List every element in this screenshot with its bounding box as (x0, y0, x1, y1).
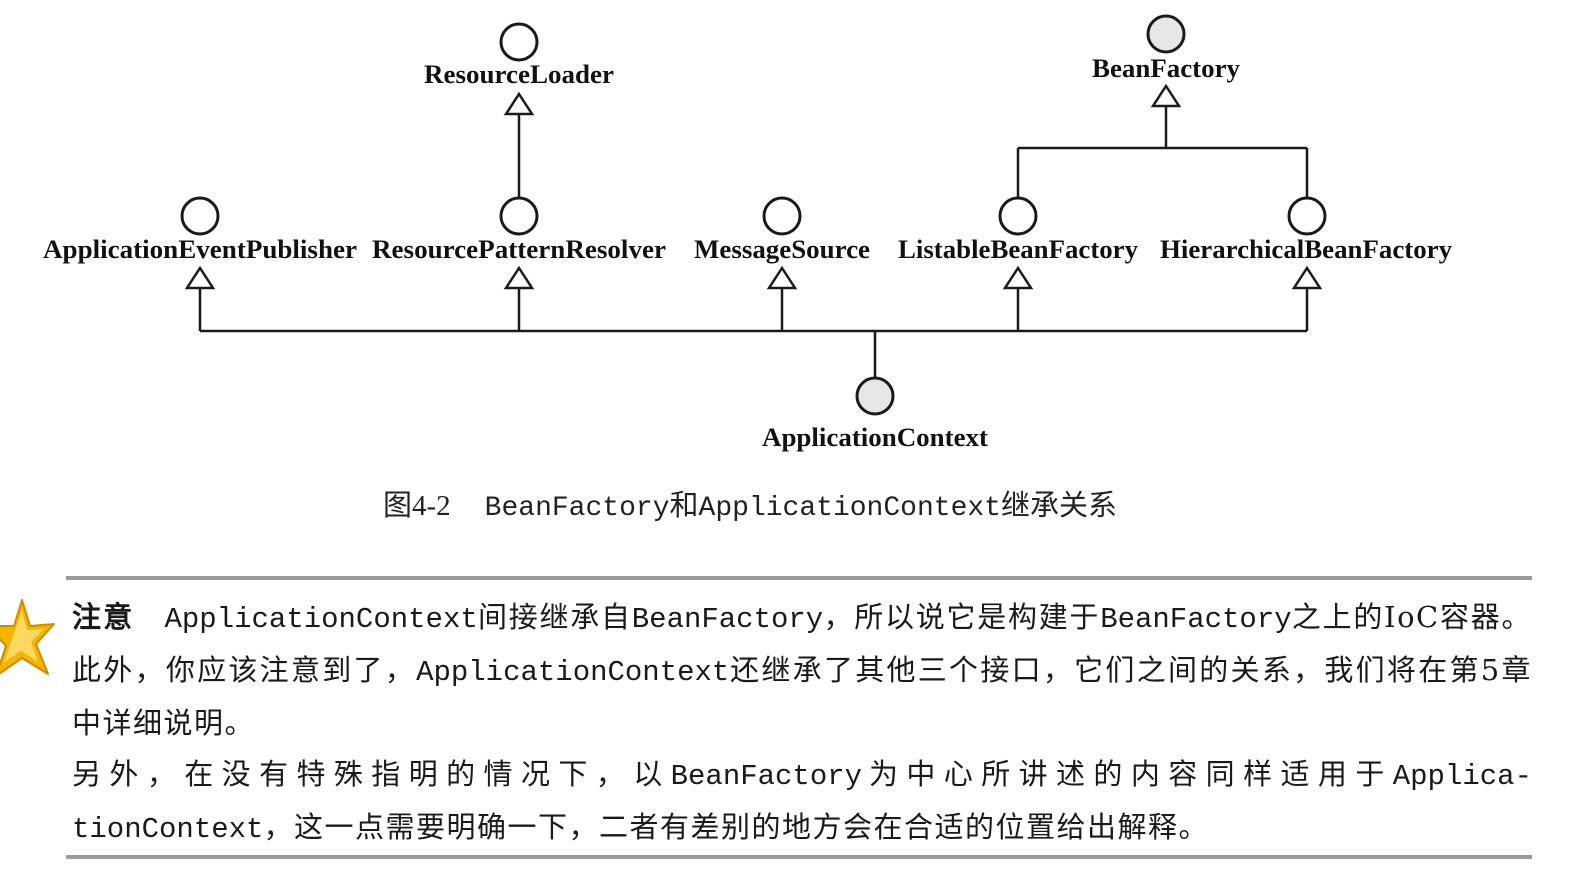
note-code: BeanFactory (1100, 603, 1292, 636)
arrowheads (184, 83, 1323, 290)
note-text: 另外，在没有特殊指明的情况下，以 (72, 757, 671, 791)
application-context-node (855, 376, 895, 416)
note-text: ，这一点需要明确一下，二者有差别的地方会在合适的位置给出解释。 (263, 810, 1209, 844)
caption-code-bean-factory: BeanFactory (484, 493, 670, 524)
note-code: BeanFactory (631, 603, 824, 636)
note-bottom-rule (66, 855, 1532, 859)
bean-factory-label: BeanFactory (1092, 54, 1240, 83)
note-text: ，所以说它是构建于 (823, 600, 1101, 634)
resource-loader-node (499, 22, 539, 62)
bean-factory-node (1146, 14, 1186, 54)
application-event-publisher-node (180, 196, 220, 236)
message-source-label: MessageSource (694, 235, 870, 264)
listable-bean-factory-node (998, 196, 1038, 236)
connectors (198, 106, 1309, 378)
arrow-to-listable-bean-factory (1002, 265, 1034, 290)
note-label: 注意 (72, 600, 135, 634)
note-top-rule (66, 576, 1532, 580)
arrow-to-hierarchical-bean-factory (1291, 265, 1323, 290)
resource-loader-label: ResourceLoader (424, 60, 614, 89)
hierarchical-bean-factory-label: HierarchicalBeanFactory (1160, 235, 1452, 264)
listable-bean-factory-label: ListableBeanFactory (898, 235, 1138, 264)
arrow-to-application-event-publisher (184, 265, 216, 290)
message-source-node (762, 196, 802, 236)
resource-pattern-resolver-label: ResourcePatternResolver (372, 235, 666, 264)
arrow-to-bean-factory (1150, 83, 1182, 108)
inheritance-diagram: ResourceLoader BeanFactory ApplicationEv… (43, 14, 1452, 452)
caption-text-relation: 继承关系 (1000, 488, 1117, 522)
resource-pattern-resolver-node (499, 196, 539, 236)
caption-code-application-context: ApplicationContext (698, 493, 1001, 524)
note-code: ApplicationContext (416, 656, 730, 689)
note-paragraph-2: 另外，在没有特殊指明的情况下，以BeanFactory为中心所讲述的内容同样适用… (72, 749, 1532, 855)
application-event-publisher-label: ApplicationEventPublisher (43, 235, 357, 264)
note-text: 为中心所讲述的内容同样适用于 (862, 757, 1393, 791)
note-text: 之上的IoC容器。此外，你应该注意到了， (72, 600, 1532, 687)
note-code: ApplicationContext (164, 603, 478, 636)
nodes (180, 14, 1327, 416)
arrow-to-message-source (766, 265, 798, 290)
figure-caption: 图4-2 BeanFactory和ApplicationContext继承关系 (0, 482, 1500, 524)
arrow-to-resource-loader (503, 91, 535, 116)
hierarchical-bean-factory-node (1287, 196, 1327, 236)
note-text: 还继承了其他三个接口，它们之间的关系，我们将在第5章中详细说明。 (72, 653, 1532, 740)
figure-number: 图4-2 (383, 490, 451, 522)
application-context-label: ApplicationContext (762, 423, 988, 452)
arrow-to-resource-pattern-resolver (503, 265, 535, 290)
caption-text-and: 和 (669, 488, 699, 522)
note-code: BeanFactory (670, 760, 863, 793)
star-icon (0, 599, 55, 675)
note-code: Applica-tionContext (72, 760, 1532, 846)
node-labels: ResourceLoader BeanFactory ApplicationEv… (43, 54, 1452, 452)
note-text: 间接继承自 (477, 600, 632, 634)
